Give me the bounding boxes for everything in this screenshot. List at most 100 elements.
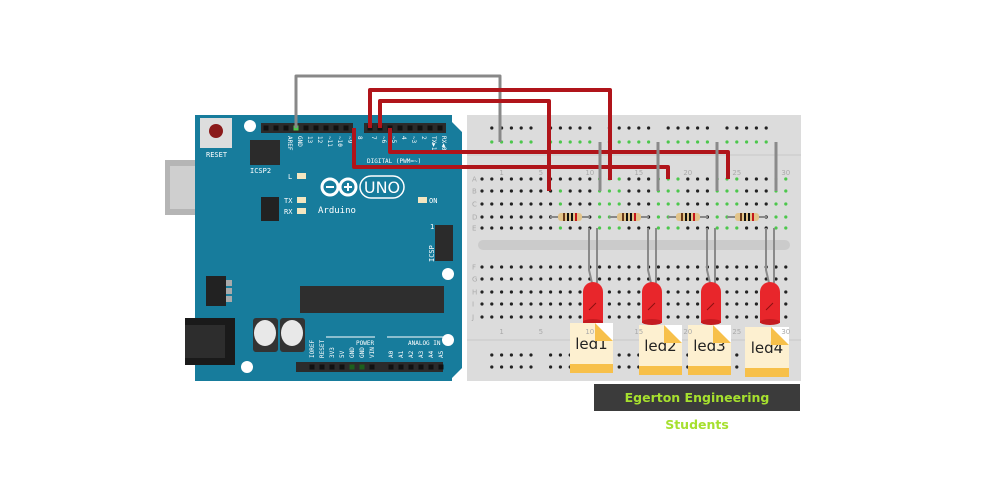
header-pin bbox=[339, 364, 345, 370]
capacitors bbox=[253, 318, 305, 352]
breadboard-hole bbox=[519, 226, 523, 230]
rx-led bbox=[297, 208, 306, 214]
breadboard-hole bbox=[578, 202, 582, 206]
rail-hole bbox=[549, 365, 553, 369]
breadboard-hole bbox=[705, 202, 710, 206]
breadboard-hole bbox=[578, 226, 582, 230]
breadboard-hole bbox=[598, 265, 602, 269]
breadboard-hole bbox=[686, 202, 690, 206]
resistor bbox=[550, 213, 590, 221]
digital-pin-label: TX▶1 bbox=[430, 136, 437, 151]
breadboard-hole bbox=[754, 202, 759, 206]
breadboard-hole bbox=[764, 177, 768, 181]
digital-pin-label: 2 bbox=[420, 136, 427, 140]
watermark-label: Egerton Engineering Students bbox=[594, 384, 800, 432]
breadboard-hole bbox=[549, 226, 553, 230]
breadboard-hole bbox=[676, 302, 680, 306]
breadboard-hole bbox=[784, 302, 788, 306]
breadboard-hole bbox=[647, 202, 651, 206]
breadboard-hole bbox=[509, 290, 513, 294]
breadboard-hole bbox=[500, 177, 504, 181]
resistor bbox=[609, 213, 649, 221]
breadboard-hole bbox=[617, 177, 621, 181]
rail-hole bbox=[509, 126, 513, 130]
gnd-wire bbox=[294, 74, 502, 142]
breadboard-hole bbox=[705, 189, 710, 193]
breadboard-hole bbox=[627, 277, 631, 281]
breadboard-hole bbox=[529, 202, 533, 206]
breadboard-hole bbox=[637, 277, 641, 281]
rail-hole bbox=[578, 126, 582, 130]
rail-hole bbox=[627, 353, 631, 357]
header-pin bbox=[359, 364, 365, 370]
breadboard-hole bbox=[627, 315, 631, 319]
breadboard-hole bbox=[774, 202, 778, 206]
wires bbox=[294, 74, 778, 191]
rail-hole bbox=[519, 126, 523, 130]
rail-hole bbox=[490, 140, 494, 144]
row-label: J bbox=[471, 314, 474, 322]
breadboard-hole bbox=[696, 277, 700, 281]
digital-pin-label: ~6 bbox=[380, 136, 387, 144]
breadboard-hole bbox=[480, 189, 484, 193]
breadboard-hole bbox=[725, 315, 729, 319]
breadboard-hole bbox=[715, 226, 719, 230]
breadboard-hole bbox=[637, 202, 641, 206]
breadboard-hole bbox=[666, 277, 670, 281]
breadboard-hole bbox=[774, 226, 778, 230]
breadboard-hole bbox=[539, 315, 543, 319]
power-pin-label: GND bbox=[359, 347, 366, 358]
breadboard-hole bbox=[490, 215, 494, 219]
breadboard-hole bbox=[588, 202, 592, 206]
breadboard-hole bbox=[500, 277, 504, 281]
breadboard-hole bbox=[666, 315, 670, 319]
rail-hole bbox=[696, 126, 700, 130]
rail-hole bbox=[647, 140, 651, 144]
resistor bbox=[668, 213, 708, 221]
breadboard-hole bbox=[568, 265, 572, 269]
power-label: POWER bbox=[356, 340, 374, 347]
digital-pin-label: ~10 bbox=[336, 136, 343, 147]
breadboard-hole bbox=[598, 277, 602, 281]
rail-hole bbox=[735, 365, 739, 369]
breadboard-hole bbox=[617, 202, 621, 206]
rail-hole bbox=[500, 365, 504, 369]
tx-led bbox=[297, 197, 306, 203]
breadboard-hole bbox=[696, 265, 700, 269]
header-pin bbox=[263, 125, 269, 131]
breadboard-hole bbox=[480, 177, 484, 181]
breadboard-hole bbox=[607, 290, 612, 294]
breadboard-hole bbox=[509, 189, 513, 193]
header-pin bbox=[323, 125, 329, 131]
breadboard-hole bbox=[676, 226, 680, 230]
power-pin-label: VIN bbox=[369, 347, 376, 358]
breadboard-hole bbox=[656, 265, 661, 269]
breadboard-hole bbox=[754, 277, 759, 281]
breadboard-hole bbox=[784, 315, 788, 319]
rail-hole bbox=[735, 140, 739, 144]
breadboard-hole bbox=[568, 189, 572, 193]
breadboard-hole bbox=[627, 290, 631, 294]
breadboard-hole bbox=[509, 202, 513, 206]
breadboard-hole bbox=[686, 290, 690, 294]
analog-pin-label: A2 bbox=[408, 350, 415, 358]
breadboard-hole bbox=[578, 189, 582, 193]
breadboard-hole bbox=[568, 315, 572, 319]
rail-hole bbox=[529, 140, 533, 144]
breadboard-hole bbox=[588, 177, 592, 181]
tx-led-label: TX bbox=[284, 197, 293, 205]
header-pin bbox=[303, 125, 309, 131]
voltage-regulator bbox=[206, 276, 226, 306]
breadboard-hole bbox=[529, 277, 533, 281]
breadboard-hole bbox=[519, 202, 523, 206]
breadboard-hole bbox=[637, 302, 641, 306]
breadboard-hole bbox=[519, 290, 523, 294]
breadboard-hole bbox=[480, 215, 484, 219]
breadboard-hole bbox=[764, 189, 768, 193]
digital-pin-label: 8 bbox=[356, 136, 363, 140]
rail-hole bbox=[637, 140, 641, 144]
breadboard-hole bbox=[539, 290, 543, 294]
breadboard-hole bbox=[627, 302, 631, 306]
